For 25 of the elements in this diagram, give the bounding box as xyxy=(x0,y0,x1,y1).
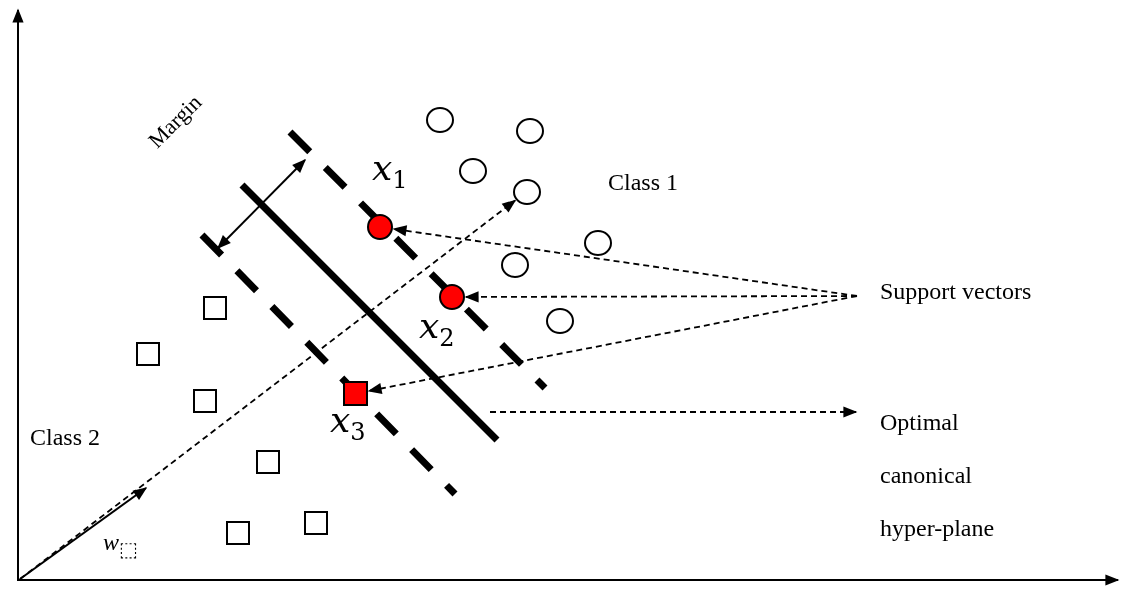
data-point-circle xyxy=(459,158,487,184)
annotation-text: Optimal canonical hyper-plane xyxy=(880,396,1030,555)
data-point-circle xyxy=(584,230,612,256)
data-point-circle xyxy=(546,308,574,334)
arrow xyxy=(19,199,517,580)
vector-label: w$_{⬚}$ xyxy=(103,530,138,559)
data-point-square xyxy=(193,389,217,413)
class-label: Class 2 xyxy=(30,425,100,449)
point-label: x$_{1}$ xyxy=(372,150,408,193)
data-point-square xyxy=(203,296,227,320)
annotation-text: Support vectors xyxy=(880,278,1110,306)
data-point-circle xyxy=(513,179,541,205)
data-point-square xyxy=(304,511,328,535)
arrow xyxy=(489,406,858,418)
leader-line xyxy=(367,295,858,394)
data-point-square xyxy=(136,342,160,366)
data-point-square xyxy=(256,450,280,474)
data-point-circle xyxy=(501,252,529,278)
data-point-square xyxy=(226,521,250,545)
data-point-circle xyxy=(426,107,454,133)
class-label: Class 1 xyxy=(608,170,678,194)
point-label: x$_{3}$ xyxy=(330,402,366,445)
leader-line xyxy=(464,291,858,303)
data-point-circle xyxy=(516,118,544,144)
point-label: x$_{2}$ xyxy=(419,308,455,351)
